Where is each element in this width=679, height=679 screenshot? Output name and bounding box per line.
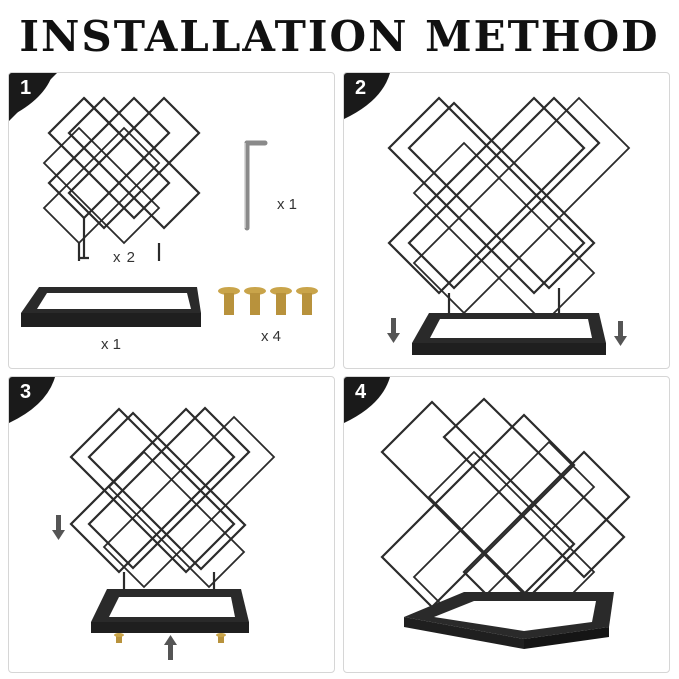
step-badge [9,73,57,121]
step-2-panel: 2 [343,72,670,369]
down-arrow-icon [52,515,65,540]
wine-rack-frame-icon [42,96,201,261]
screw-quantity: x 4 [261,328,281,345]
page-title: INSTALLATION METHOD [19,12,660,61]
screw-icon [114,633,226,643]
base-plate-icon [412,313,606,355]
base-plate-icon [91,589,249,633]
wine-rack-frame-icon [380,397,631,635]
wine-rack-frame-icon [387,96,631,325]
wine-rack-frame-icon [69,406,276,592]
wrench-quantity: x 1 [277,196,297,213]
base-plate-icon [404,592,614,649]
down-arrow-icon [614,321,627,346]
step-number: 2 [355,77,367,99]
step-badge [344,377,390,423]
step-number: 1 [20,77,32,99]
allen-wrench-icon [244,140,268,231]
base-quantity: x 1 [101,336,121,353]
step-number: 3 [20,381,32,403]
step-4-panel: 4 [343,376,670,673]
frame-quantity: x 2 [113,249,136,266]
base-plate-icon [21,287,201,327]
down-arrow-icon [387,318,400,343]
up-arrow-icon [164,635,177,660]
step-3-panel: 3 [8,376,335,673]
step-1-panel: 1 x 2 x 1 [8,72,335,369]
screw-icon [218,287,318,315]
step-badge [344,73,390,119]
step-badge [9,377,55,423]
step-number: 4 [355,381,367,403]
